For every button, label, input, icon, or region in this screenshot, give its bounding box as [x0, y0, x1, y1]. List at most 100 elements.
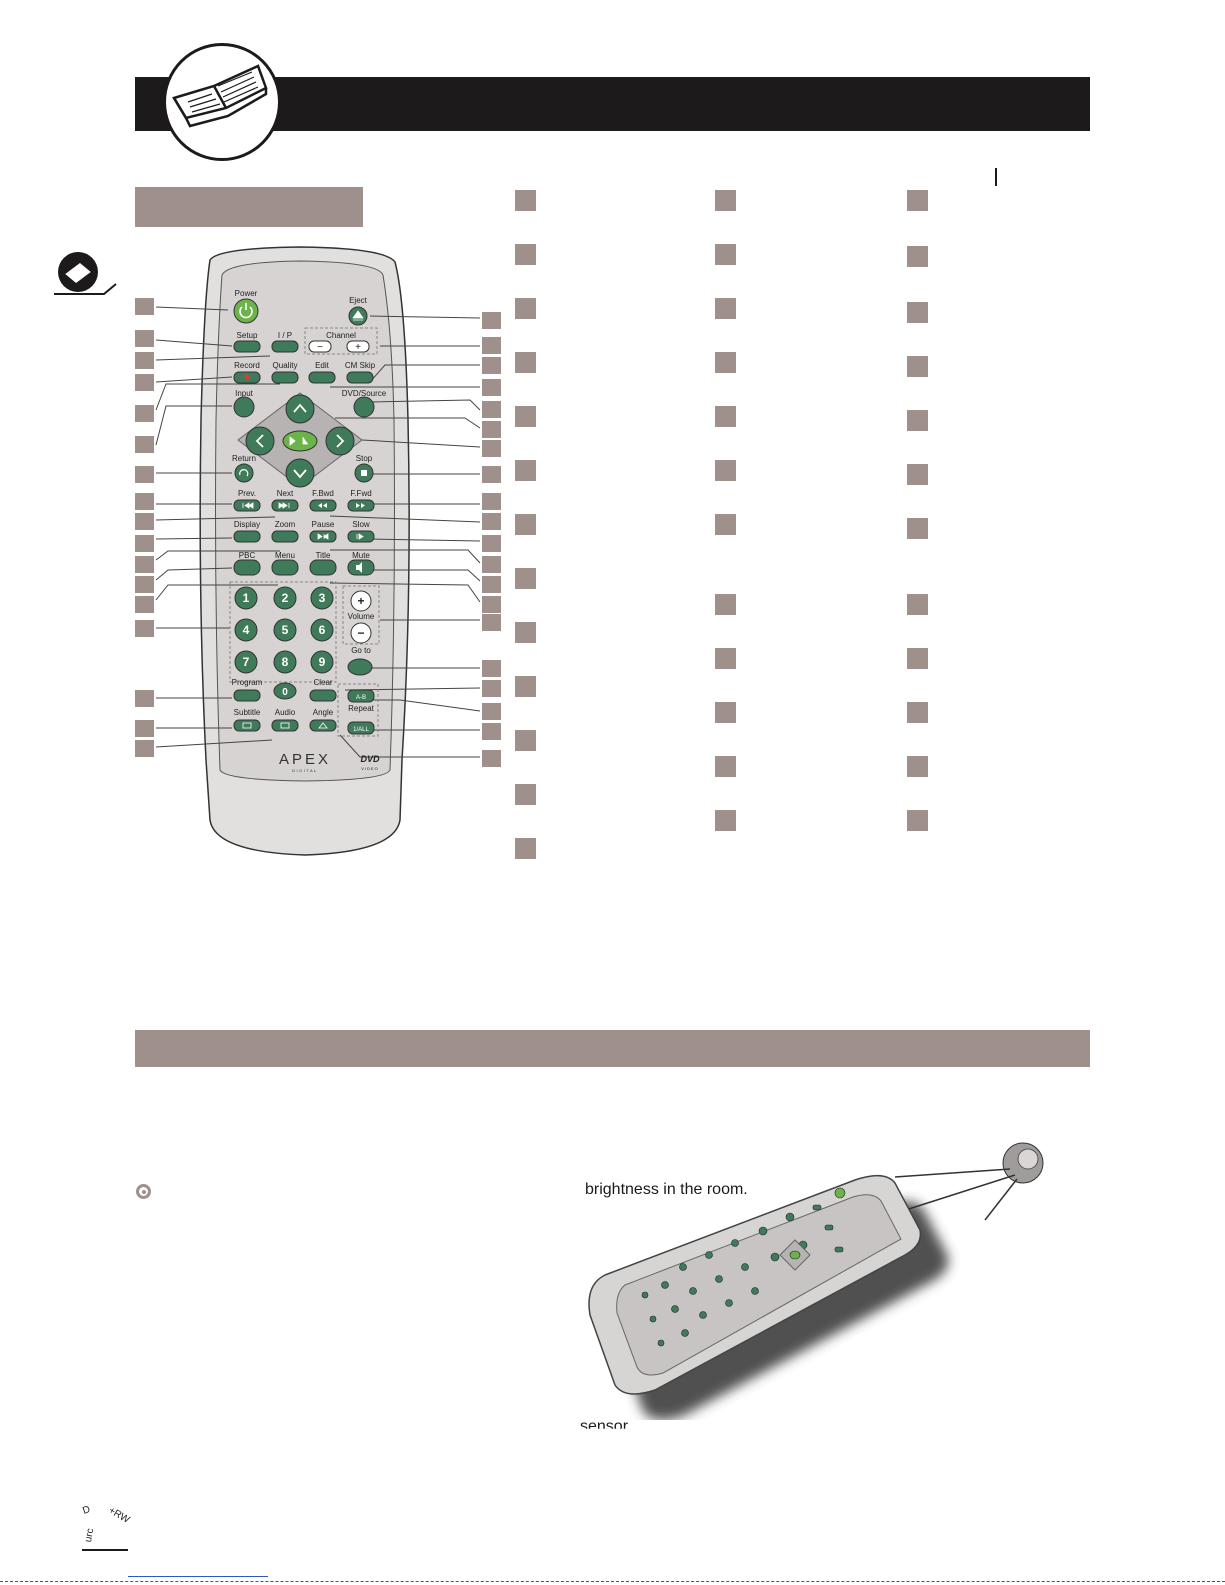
- label-slow: Slow: [352, 520, 370, 529]
- num-8-button[interactable]: [273, 650, 297, 674]
- cm-skip-button[interactable]: [346, 371, 374, 384]
- desc-marker: [715, 810, 736, 831]
- num-7-button[interactable]: [234, 650, 258, 674]
- label-menu: Menu: [275, 551, 295, 560]
- label-pbc: PBC: [239, 551, 256, 560]
- label-audio: Audio: [275, 708, 296, 717]
- channel-minus-label: −: [317, 342, 323, 353]
- num-3-button[interactable]: [310, 586, 334, 610]
- num-6-button[interactable]: [310, 618, 334, 642]
- label-cm-skip: CM Skip: [345, 361, 376, 370]
- label-repeat: Repeat: [348, 704, 375, 713]
- label-power: Power: [235, 289, 258, 298]
- desc-marker: [515, 676, 536, 697]
- audio-button[interactable]: [271, 719, 299, 732]
- remote-angled-illustration: [588, 1142, 1044, 1420]
- chevron-down-icon: [293, 469, 307, 479]
- play-enter-button[interactable]: [282, 430, 318, 452]
- label-edit: Edit: [315, 361, 330, 370]
- label-record: Record: [234, 361, 260, 370]
- record-dot-icon: [244, 374, 250, 380]
- stop-icon: [361, 470, 367, 476]
- repeat-all-button[interactable]: [347, 721, 375, 735]
- display-button[interactable]: [233, 530, 261, 543]
- label-fbwd: F.Bwd: [312, 489, 334, 498]
- edit-button[interactable]: [308, 371, 336, 384]
- clear-button[interactable]: [309, 689, 337, 702]
- right-button[interactable]: [325, 426, 355, 456]
- apex-sub-logo: DIGITAL: [292, 768, 318, 773]
- num-9-label: 9: [319, 655, 326, 669]
- footer-dashed-rule: [0, 1581, 1225, 1582]
- num-4-button[interactable]: [234, 618, 258, 642]
- num-5-button[interactable]: [273, 618, 297, 642]
- quality-button[interactable]: [271, 371, 299, 384]
- down-button[interactable]: [285, 458, 315, 488]
- num-9-button[interactable]: [310, 650, 334, 674]
- desc-marker: [515, 460, 536, 481]
- eject-icon: [352, 310, 364, 321]
- label-subtitle: Subtitle: [234, 708, 261, 717]
- slow-icon: [356, 533, 364, 540]
- dvd-source-button[interactable]: [353, 396, 375, 418]
- label-display: Display: [234, 520, 260, 529]
- footer-link-line: [128, 1576, 268, 1577]
- goto-button[interactable]: [347, 658, 373, 676]
- section-header-remote: [135, 187, 363, 227]
- remote-diagram: Power Eject Setup I / P Channel Record Q…: [135, 246, 501, 856]
- sensor-text: sensor: [580, 1418, 629, 1435]
- dvd-rw-corner-logo: +RW D urc: [81, 1504, 132, 1543]
- setup-button[interactable]: [233, 340, 261, 353]
- label-program: Program: [232, 678, 263, 687]
- channel-plus-label: +: [355, 342, 361, 353]
- chevron-right-icon: [336, 434, 345, 448]
- ab-repeat-button[interactable]: [347, 689, 375, 703]
- input-button[interactable]: [233, 396, 255, 418]
- pause-button[interactable]: [309, 530, 337, 543]
- zoom-button[interactable]: [271, 530, 299, 543]
- chevron-left-icon: [255, 434, 264, 448]
- num-5-label: 5: [282, 623, 289, 637]
- channel-minus-button[interactable]: [308, 340, 332, 353]
- label-stop: Stop: [356, 454, 373, 463]
- angle-button[interactable]: [309, 719, 337, 732]
- chevron-up-icon: [293, 403, 307, 413]
- program-button[interactable]: [233, 689, 261, 702]
- label-volume: Volume: [348, 612, 375, 621]
- desc-marker: [715, 298, 736, 319]
- num-1-button[interactable]: [234, 586, 258, 610]
- desc-marker: [907, 190, 928, 211]
- section-header-remote-usage: [135, 1030, 1090, 1067]
- num-6-label: 6: [319, 623, 326, 637]
- subtitle-button[interactable]: [233, 719, 261, 732]
- desc-marker: [907, 648, 928, 669]
- header-tick: [995, 168, 997, 186]
- desc-marker: [907, 594, 928, 615]
- ip-button[interactable]: [271, 340, 299, 353]
- desc-marker: [907, 518, 928, 539]
- num-2-button[interactable]: [273, 586, 297, 610]
- play-enter-icon: [289, 436, 308, 446]
- label-eject: Eject: [349, 296, 368, 305]
- volume-down-button[interactable]: [350, 622, 372, 644]
- apex-logo: APEX: [279, 751, 331, 768]
- label-return: Return: [232, 454, 256, 463]
- return-button[interactable]: [234, 463, 254, 483]
- pbc-button[interactable]: [233, 559, 261, 576]
- label-quality: Quality: [273, 361, 298, 370]
- desc-marker: [907, 810, 928, 831]
- power-button[interactable]: [233, 298, 259, 324]
- desc-marker: [515, 190, 536, 211]
- audio-icon: [280, 722, 290, 729]
- num-0-button[interactable]: [273, 682, 297, 700]
- desc-marker: [715, 190, 736, 211]
- ab-label: A-B: [356, 695, 366, 701]
- menu-button[interactable]: [271, 559, 299, 576]
- num-2-label: 2: [282, 591, 289, 605]
- volume-up-button[interactable]: [350, 590, 372, 612]
- up-button[interactable]: [285, 394, 315, 424]
- title-button[interactable]: [309, 559, 337, 576]
- fbwd-icon: [318, 503, 327, 508]
- channel-plus-button[interactable]: [346, 340, 370, 353]
- left-button[interactable]: [245, 426, 275, 456]
